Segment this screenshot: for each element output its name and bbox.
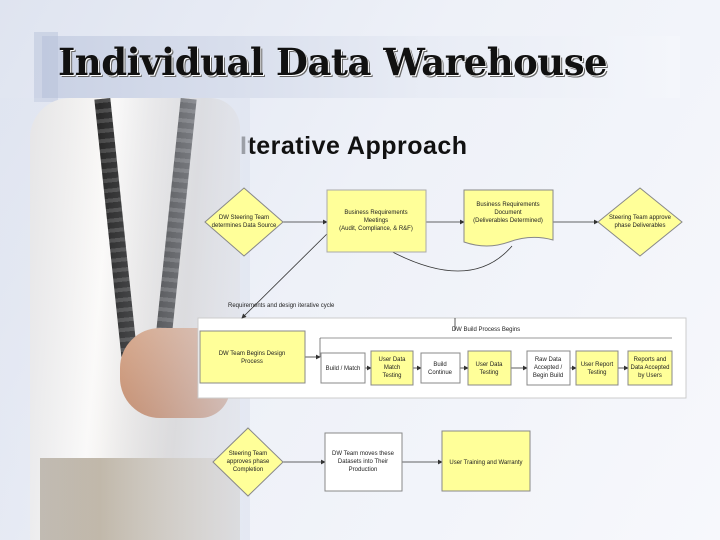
- steering-approves-line-3: Completion: [233, 467, 263, 473]
- steering-approves-diamond: [212, 427, 284, 497]
- build-banner: DW Build Process Begins: [452, 327, 520, 333]
- steering-approves-line-2: approves phase: [227, 459, 270, 465]
- brd-line-1: Business Requirements: [476, 202, 539, 208]
- slide-title: Individual Data Warehouse: [58, 40, 608, 84]
- step-7-line-1: Reports and: [634, 357, 667, 363]
- steering-approve-line-2: phase Deliverables: [614, 223, 665, 229]
- step-build-match: [320, 352, 366, 384]
- step-6-line-2: Testing: [587, 370, 606, 376]
- step-raw-data-accepted: [526, 350, 571, 386]
- design-start-line-2: Process: [241, 359, 263, 365]
- step-6-line-1: User Report: [581, 362, 614, 368]
- step-user-data-match: [370, 350, 414, 386]
- step-user-data-testing: [467, 350, 512, 386]
- step-3-line-2: Continue: [428, 370, 453, 376]
- step-1-line-1: Build / Match: [326, 366, 361, 372]
- move-production-box: [324, 432, 403, 492]
- move-prod-line-2: Datasets into Their: [338, 459, 388, 465]
- move-prod-line-3: Production: [349, 467, 378, 473]
- step-4-line-2: Testing: [479, 370, 498, 376]
- iteration-note: Requirements and design iterative cycle: [228, 303, 335, 309]
- step-2-line-2: Match: [384, 365, 400, 371]
- slide-subtitle: Iterative Approach: [240, 132, 468, 160]
- step-4-line-1: User Data: [475, 362, 503, 368]
- requirements-meetings-box: [326, 189, 427, 253]
- step-reports-accepted: [627, 350, 673, 386]
- title-band: [34, 32, 680, 102]
- req-meetings-line-1: Business Requirements: [344, 210, 407, 216]
- brd-line-3: (Deliverables Determined): [473, 218, 543, 224]
- step-7-line-2: Data Accepted: [630, 365, 669, 371]
- step-build-continue: [420, 352, 461, 384]
- step-5-line-2: Accepted /: [534, 365, 563, 371]
- step-5-line-3: Begin Build: [533, 373, 563, 379]
- design-start-line-1: DW Team Begins Design: [219, 351, 286, 357]
- step-2-line-1: User Data: [378, 357, 406, 363]
- steering-approve-line-1: Steering Team approve: [609, 215, 672, 221]
- step-2-line-3: Testing: [382, 373, 401, 379]
- steering-start-diamond: [204, 187, 284, 257]
- user-training-box: [441, 430, 531, 492]
- steering-start-line-1: DW Steering Team: [219, 215, 269, 221]
- step-5-line-1: Raw Data: [535, 357, 562, 363]
- step-7-line-3: by Users: [638, 373, 662, 379]
- steering-start-line-2: determines Data Source: [212, 223, 277, 229]
- step-3-line-1: Build: [433, 362, 446, 368]
- steering-approve-diamond: [597, 187, 683, 257]
- req-meetings-line-2: Meetings: [364, 218, 388, 224]
- move-prod-line-1: DW Team moves these: [332, 451, 395, 457]
- steering-approves-line-1: Steering Team: [229, 451, 268, 457]
- design-start-box: [199, 330, 306, 384]
- user-training-line-1: User Training and Warranty: [449, 460, 522, 466]
- req-meetings-line-3: (Audit, Compliance, & R&F): [339, 226, 413, 232]
- brd-document-shape: [463, 189, 554, 247]
- brd-line-2: Document: [494, 210, 522, 216]
- step-user-report-testing: [575, 350, 619, 386]
